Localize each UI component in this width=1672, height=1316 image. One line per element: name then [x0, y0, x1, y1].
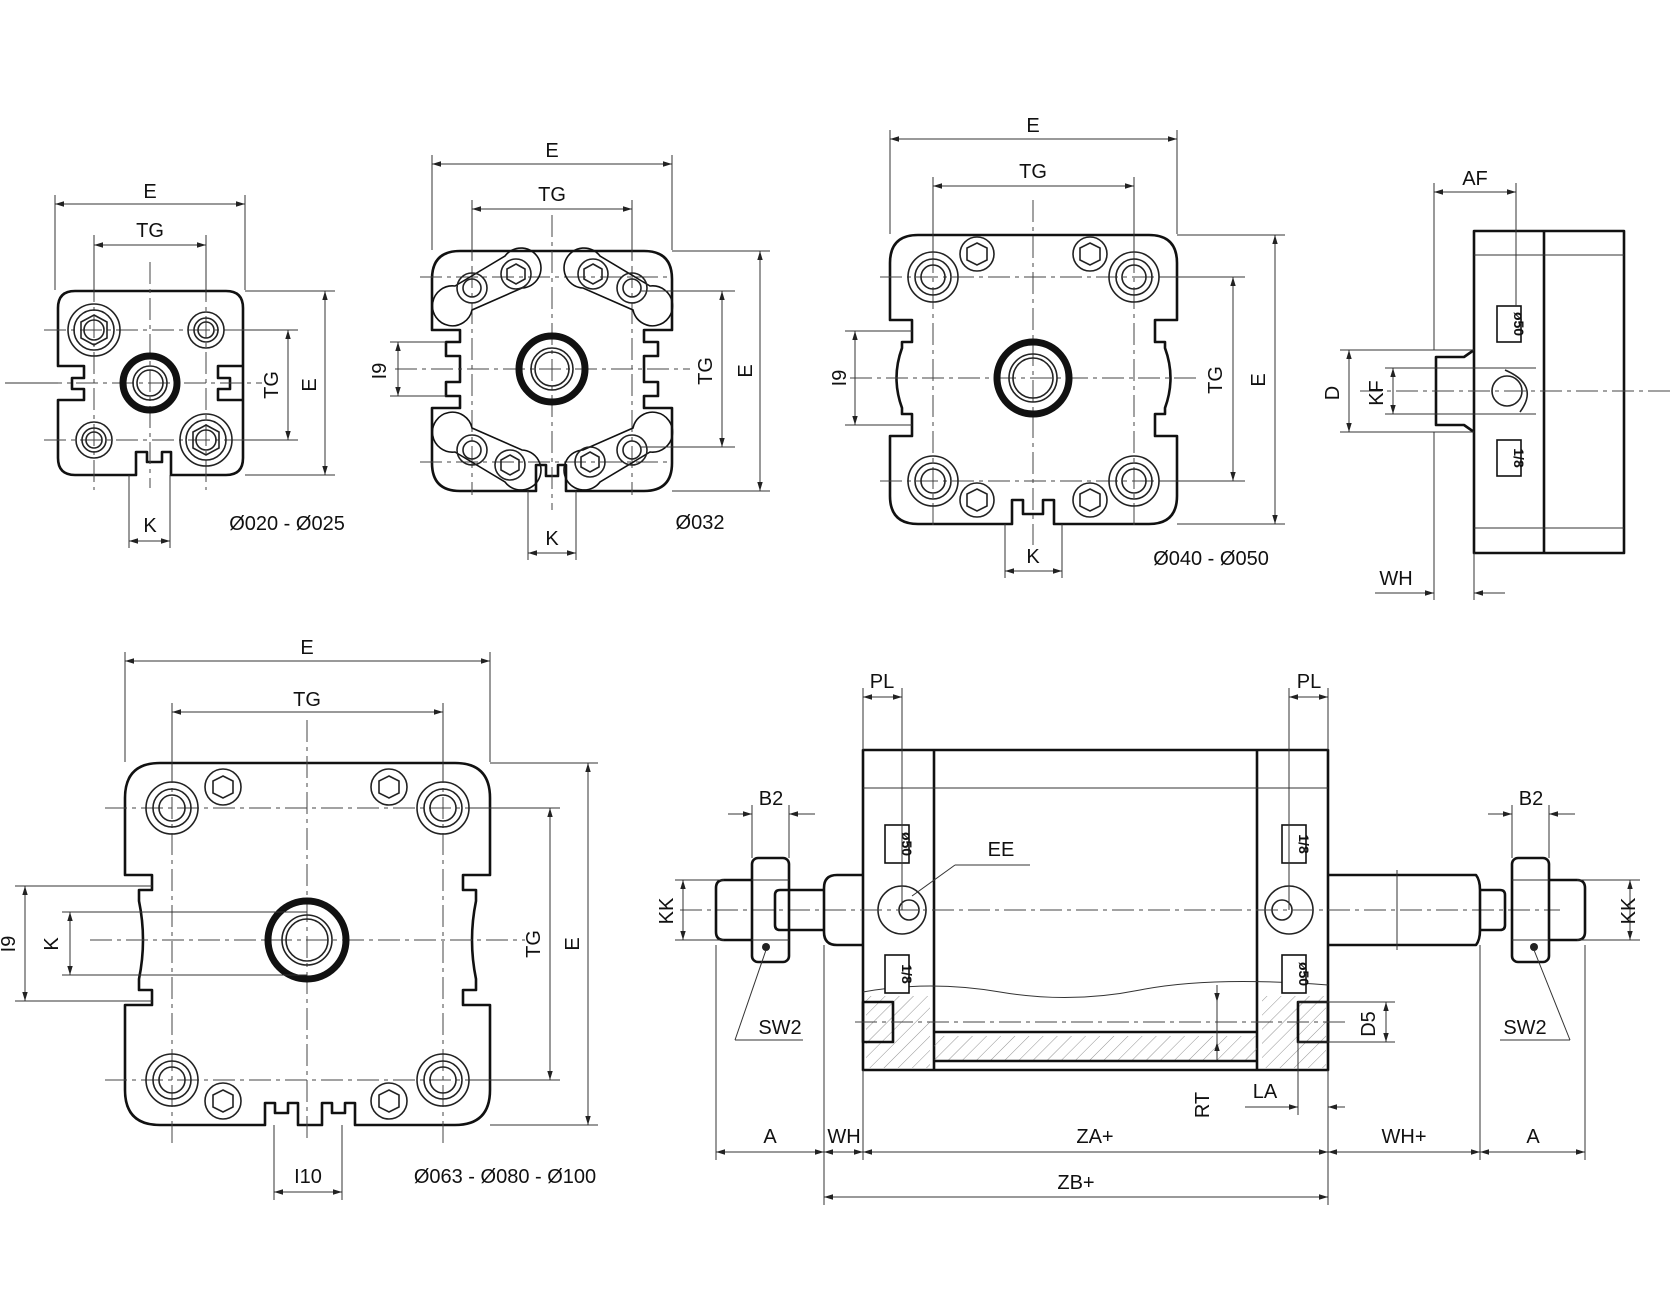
v6-label-ee: EE	[988, 839, 1015, 861]
v4-dim-d: D	[1322, 386, 1344, 400]
v6-tag-right-d50: ø50	[1296, 962, 1312, 986]
v1-dim-tg-top: TG	[136, 220, 164, 242]
v3-dim-k: K	[1026, 546, 1040, 568]
v3-dim-e-side: E	[1248, 373, 1270, 386]
view-d063-d080-d100: E TG TG E I9 K I10 Ø063 - Ø080 - Ø100	[0, 637, 598, 1200]
v6-dim-kk-right: KK	[1618, 897, 1640, 924]
v6-tag-left-d50: ø50	[899, 832, 915, 856]
v3-dim-tg-top: TG	[1019, 161, 1047, 183]
view-d020-d025: E TG TG E K Ø020 - Ø025	[5, 181, 345, 548]
v6-label-sw2-right: SW2	[1503, 1017, 1546, 1039]
v6-tag-left-18: 1/8	[899, 964, 915, 984]
v5-dim-e-top: E	[300, 637, 313, 659]
v2-caption: Ø032	[676, 512, 725, 534]
v6-dim-b2-left: B2	[759, 788, 783, 810]
v6-dim-za: ZA+	[1076, 1126, 1113, 1148]
v2-dim-tg-side: TG	[695, 357, 717, 385]
v1-caption: Ø020 - Ø025	[229, 513, 345, 535]
view-d040-d050: E TG TG E I9 K Ø040 - Ø050	[829, 115, 1285, 578]
v3-dim-e-top: E	[1026, 115, 1039, 137]
v3-dim-tg-side: TG	[1205, 366, 1227, 394]
v6-dim-wh-plus: WH+	[1382, 1126, 1427, 1148]
v4-tag-18: 1/8	[1511, 448, 1527, 468]
v2-dim-i9: I9	[369, 363, 391, 380]
view-longitudinal: ø50 1/8 1/8 ø50 PL PL	[656, 671, 1640, 1205]
v6-label-sw2-left: SW2	[758, 1017, 801, 1039]
v6-dim-rt: RT	[1192, 1092, 1214, 1118]
v6-dim-pl-left: PL	[870, 671, 894, 693]
v1-dim-tg-side: TG	[261, 371, 283, 399]
v5-dim-tg-side: TG	[523, 930, 545, 958]
v6-dim-kk-left: KK	[656, 897, 678, 924]
v1-dim-e-top: E	[143, 181, 156, 203]
v6-dim-d5: D5	[1358, 1011, 1380, 1037]
v6-dim-a-right: A	[1526, 1126, 1540, 1148]
v1-dim-e-side: E	[299, 378, 321, 391]
v4-dim-af: AF	[1462, 168, 1488, 190]
v3-caption: Ø040 - Ø050	[1153, 548, 1269, 570]
v2-dim-k: K	[545, 528, 559, 550]
v6-dim-la: LA	[1253, 1081, 1278, 1103]
v5-dim-e-side: E	[562, 937, 584, 950]
v3-dim-i9: I9	[829, 370, 851, 387]
v2-dim-tg-top: TG	[538, 184, 566, 206]
v4-dim-kf: KF	[1366, 380, 1388, 406]
v5-dim-tg-top: TG	[293, 689, 321, 711]
v6-dim-wh: WH	[827, 1126, 860, 1148]
v6-dim-zb: ZB+	[1057, 1172, 1094, 1194]
view-d032: E TG TG E I9 K Ø032	[369, 140, 770, 560]
v4-tag-d50: ø50	[1511, 312, 1527, 336]
v5-caption: Ø063 - Ø080 - Ø100	[414, 1166, 596, 1188]
v5-dim-i9: I9	[0, 936, 20, 953]
v6-dim-b2-right: B2	[1519, 788, 1543, 810]
v2-dim-e-side: E	[735, 364, 757, 377]
v4-dim-wh: WH	[1379, 568, 1412, 590]
view-side-piston: ø50 1/8 AF D KF WH	[1322, 168, 1672, 600]
v1-dim-k: K	[143, 515, 157, 537]
v2-dim-e-top: E	[545, 140, 558, 162]
v5-dim-k: K	[41, 937, 63, 951]
v6-tag-right-18: 1/8	[1296, 834, 1312, 854]
v6-dim-pl-right: PL	[1297, 671, 1321, 693]
v6-dim-a-left: A	[763, 1126, 777, 1148]
v5-dim-i10: I10	[294, 1166, 322, 1188]
